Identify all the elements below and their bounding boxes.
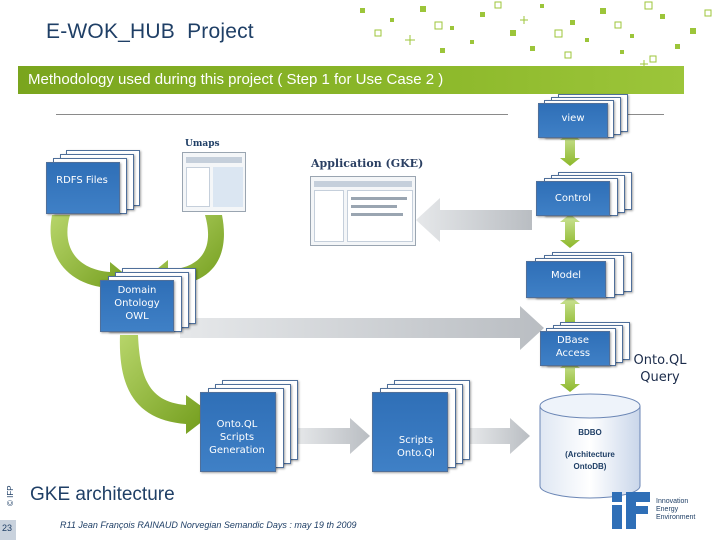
ontology-to-generation-arrow	[119, 335, 212, 434]
page-number-box	[0, 520, 16, 540]
database-cylinder	[539, 393, 641, 499]
grey-arrow-scripts	[296, 418, 370, 454]
logo-text: Innovation Energy Environment	[656, 498, 695, 522]
scripts-ontoql-label: Scripts Onto.Ql	[397, 435, 435, 459]
divider-line-right	[600, 114, 664, 115]
logo-text-1: Innovation	[656, 498, 689, 505]
domain-ontology-doc: Domain Ontology OWL	[100, 268, 200, 332]
model-doc: Model	[526, 252, 636, 300]
ontoql-query-label: Onto.QL Query	[633, 353, 687, 385]
gke-app-screenshot: Application (GKE)	[310, 157, 423, 246]
db-subtitle: (Architecture	[565, 450, 615, 459]
app-title: Application (GKE)	[311, 157, 424, 170]
dbase-access-label: DBase Access	[555, 335, 591, 359]
logo-text-3: Environment	[656, 514, 696, 521]
control-label: Control	[554, 193, 592, 204]
umaps-title: Umaps	[185, 139, 220, 149]
project-label: Project	[187, 20, 254, 43]
banner	[18, 66, 684, 94]
mvc-connectors	[560, 132, 580, 392]
grey-arrow-db	[470, 418, 530, 454]
project-name: E-WOK_HUB	[46, 20, 175, 43]
slide-title: E-WOK_HUB Project	[46, 20, 254, 44]
copyright-mark: © IFP	[6, 485, 15, 506]
grey-arrow-ontology	[180, 306, 544, 350]
model-label: Model	[550, 270, 582, 281]
view-doc: view	[538, 94, 634, 140]
dbase-access-doc: DBase Access	[540, 322, 636, 368]
grey-arrow-control	[416, 198, 532, 242]
banner-text: Methodology used during this project ( S…	[28, 71, 444, 88]
section-heading: GKE architecture	[30, 484, 175, 505]
footer-citation: R11 Jean François RAINAUD Norvegian Sema…	[60, 520, 357, 530]
domain-ontology-label: Domain Ontology OWL	[114, 285, 160, 322]
db-subtitle-2: OntoDB)	[573, 462, 607, 471]
rdfs-files-doc: RDFS Files	[46, 150, 142, 214]
view-label: view	[561, 113, 585, 124]
ontoql-generation-label: Onto.QL Scripts Generation	[209, 419, 265, 456]
ontoql-generation-doc: Onto.QL Scripts Generation	[200, 380, 300, 472]
divider-line	[56, 114, 508, 115]
db-title: BDBO	[578, 428, 602, 437]
logo-text-2: Energy	[656, 506, 679, 513]
umaps-screenshot: Umaps	[182, 139, 246, 212]
rdfs-files-label: RDFS Files	[56, 175, 108, 186]
decorative-dots	[360, 1, 712, 68]
page-number: 23	[2, 523, 13, 533]
control-doc: Control	[536, 172, 636, 218]
ifp-logo-mark	[612, 492, 650, 529]
scripts-ontoql-doc: Scripts Onto.Ql	[372, 380, 472, 472]
